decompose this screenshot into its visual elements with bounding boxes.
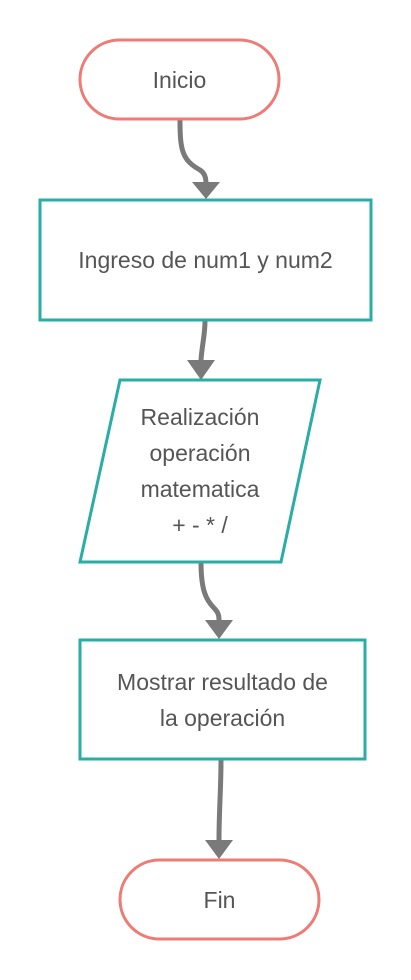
- connector-realizacion-mostrar: [198, 559, 222, 623]
- start-terminal-shape: [78, 38, 281, 121]
- operation-label-line-3: matematica: [140, 476, 260, 502]
- arrowhead-realizacion: [187, 360, 215, 380]
- operation-label-line-1: Realización: [140, 404, 260, 430]
- output-label: Mostrar resultado de la operación: [80, 640, 365, 759]
- output-label-line-2: la operación: [159, 704, 286, 731]
- start-label: Inicio: [152, 66, 207, 93]
- operation-label: Realización operación matematica + - * /: [80, 380, 320, 562]
- output-label-line-1: Mostrar resultado de: [117, 668, 328, 695]
- arrowhead-ingreso: [192, 182, 220, 199]
- arrowhead-fin: [205, 840, 233, 859]
- input-label: Ingreso de num1 y num2: [78, 247, 333, 273]
- connector-mostrar-fin: [216, 757, 224, 843]
- end-terminal-shape: [118, 858, 321, 941]
- connector-inicio-ingreso: [177, 117, 209, 188]
- output-process-shape: [78, 638, 367, 761]
- operation-label-line-4: + - * /: [172, 512, 228, 538]
- operation-data-shape: [78, 378, 322, 564]
- operation-label-line-2: operación: [149, 440, 251, 466]
- input-process-shape: [38, 198, 373, 322]
- arrowhead-mostrar: [205, 620, 233, 639]
- connector-ingreso-realizacion: [198, 318, 208, 363]
- end-label: Fin: [203, 886, 236, 913]
